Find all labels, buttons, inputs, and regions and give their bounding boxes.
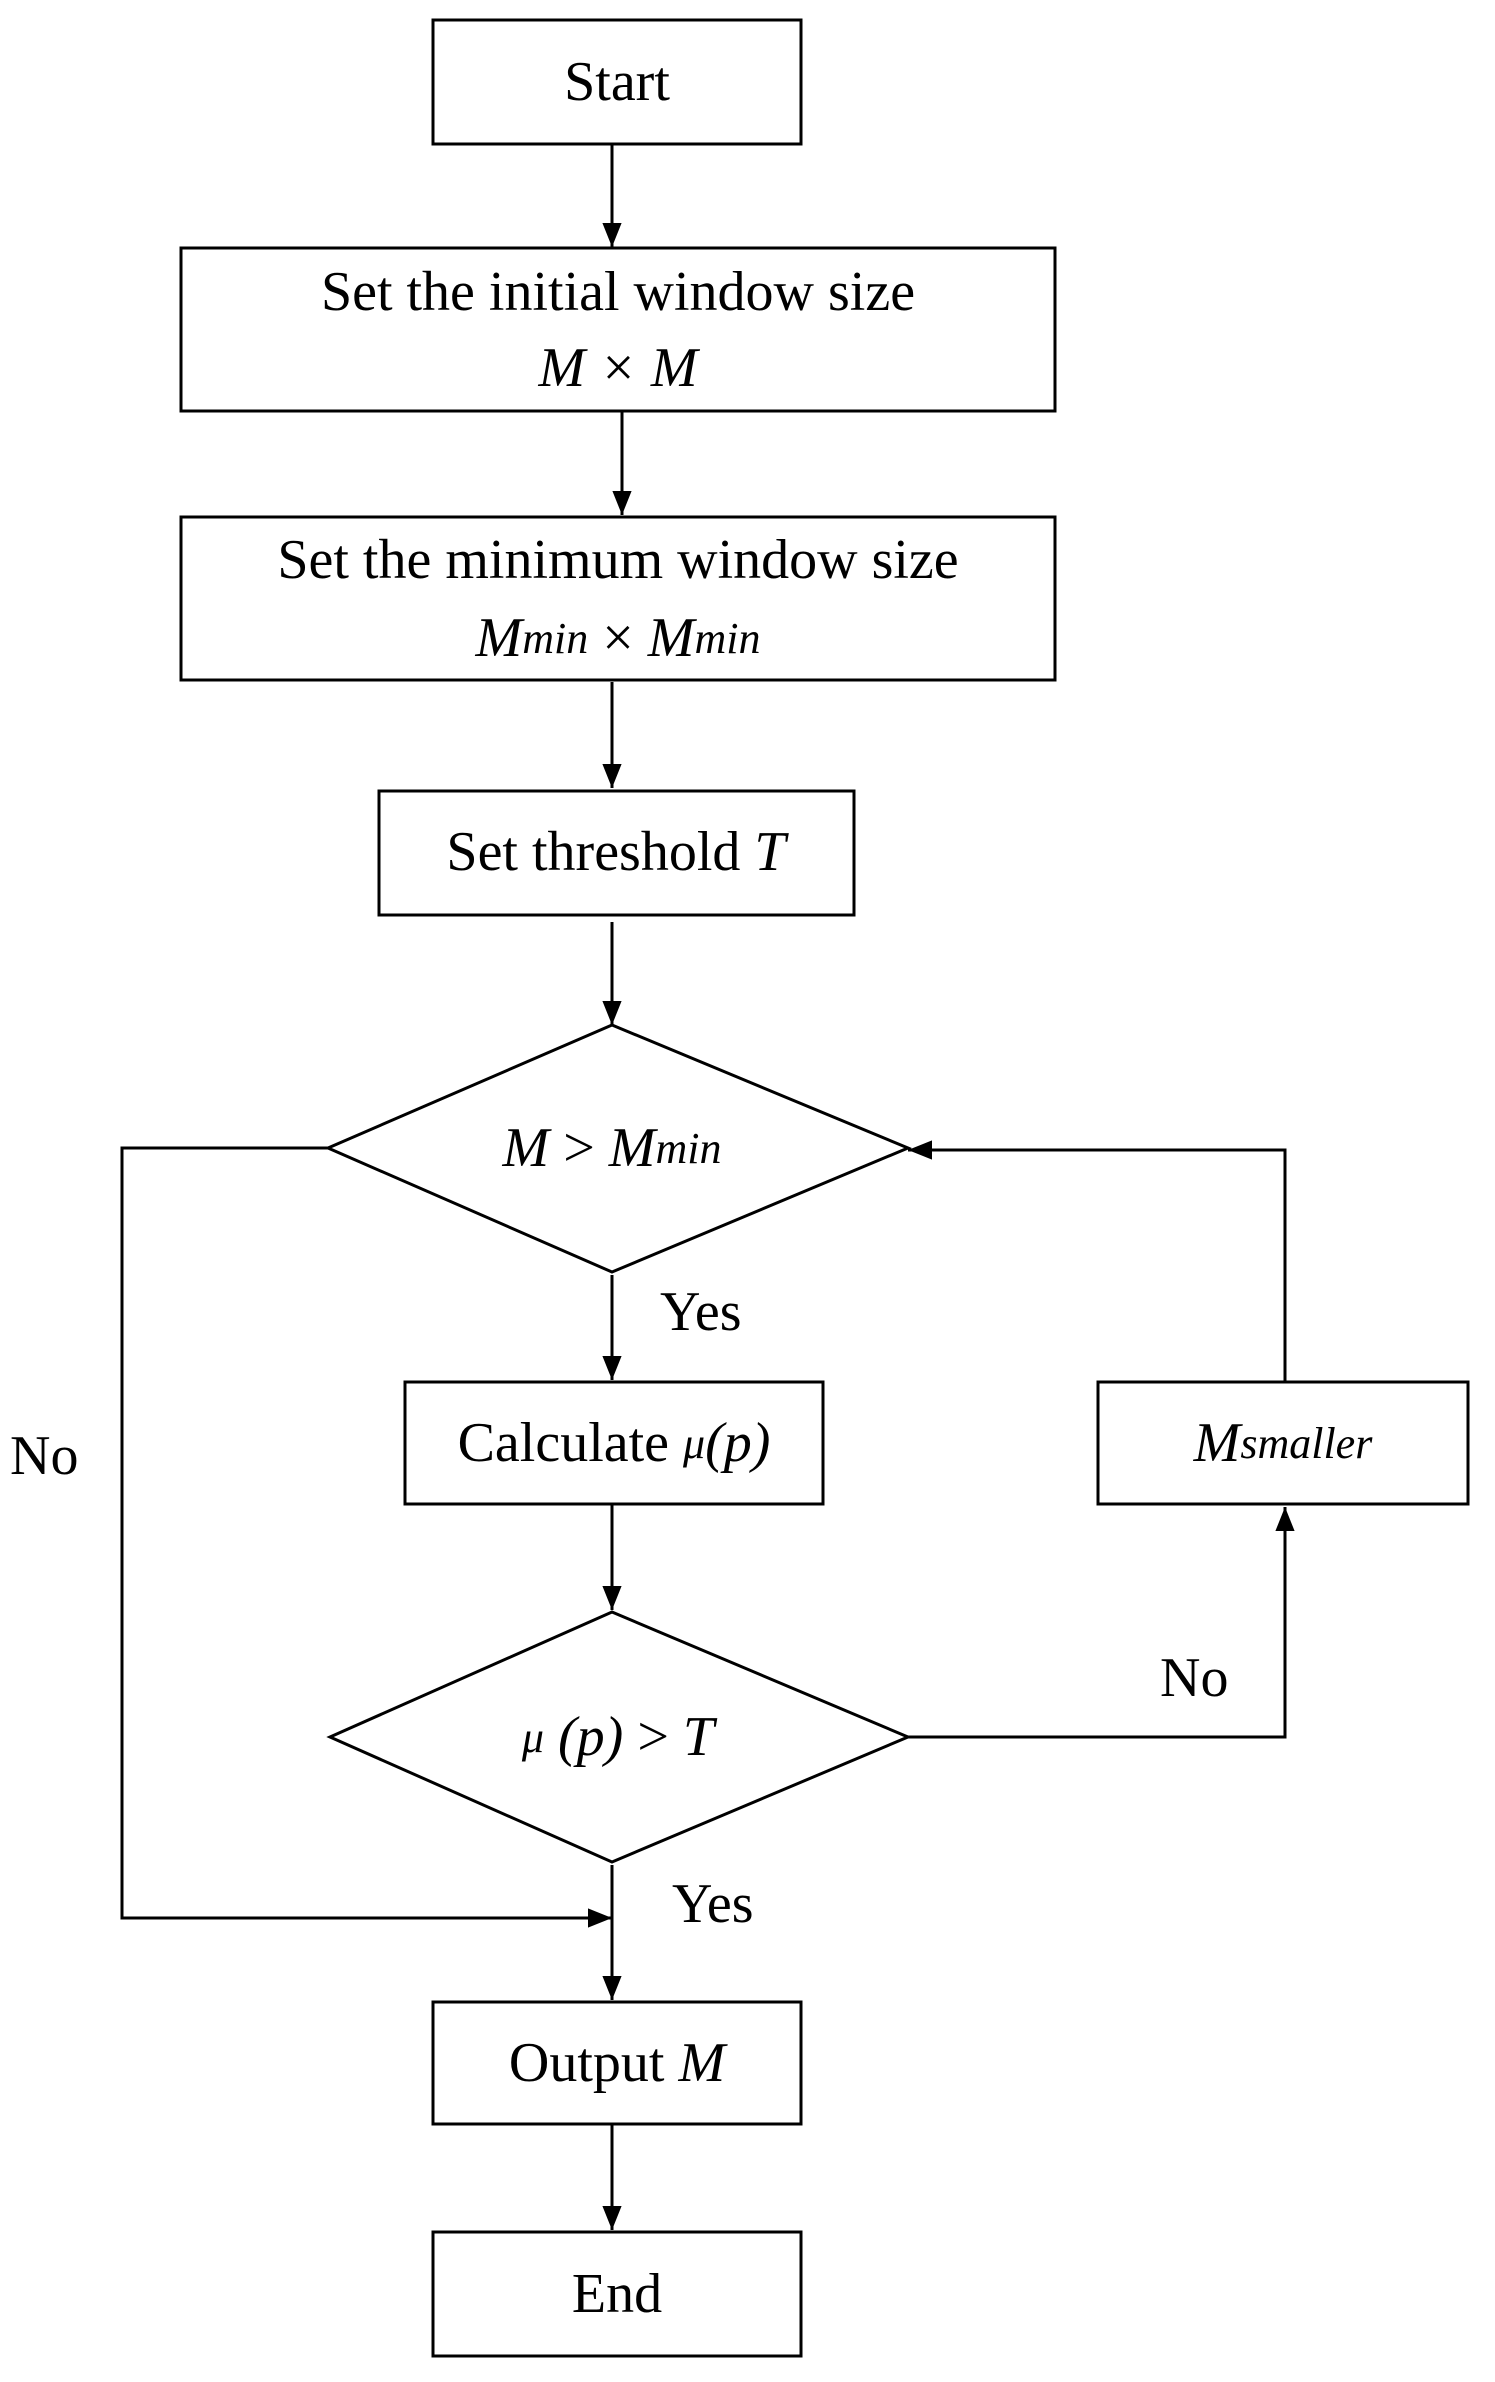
smaller-var: M <box>1193 1412 1244 1474</box>
edge-smaller-to-decision1 <box>908 1140 1287 1382</box>
label-no-1: No <box>10 1425 78 1487</box>
output-label: Output <box>509 2032 679 2094</box>
min-window-formula: Mmin × Mmin <box>475 607 761 669</box>
label-no-2: No <box>1160 1647 1228 1709</box>
decision1-space-1 <box>549 1117 563 1179</box>
decision1-op: > <box>563 1117 595 1179</box>
decision2-rhs: T <box>683 1706 718 1768</box>
output-text: Output M <box>509 2032 729 2094</box>
node-output: Output M <box>431 2000 803 2126</box>
decision2-arg: (p) <box>558 1706 623 1768</box>
calculate-text: Calculate μ(p) <box>458 1412 771 1474</box>
node-smaller: Msmaller <box>1096 1380 1470 1506</box>
node-threshold: Set threshold T <box>377 789 856 917</box>
min-window-box <box>179 515 1057 682</box>
output-box <box>431 2000 803 2126</box>
node-calculate: Calculate μ(p) <box>403 1380 825 1506</box>
decision2-text: μ (p) > T <box>521 1706 718 1768</box>
min-window-var-2: M <box>647 607 698 669</box>
min-window-times-sign: × <box>602 607 634 669</box>
calculate-box <box>403 1380 825 1506</box>
init-window-label: Set the initial window size <box>321 261 915 323</box>
min-window-sub-1: min <box>522 614 588 663</box>
init-window-box <box>179 246 1057 413</box>
label-yes-1: Yes <box>660 1281 741 1343</box>
decision2-mu: μ <box>521 1713 544 1762</box>
end-label: End <box>572 2263 662 2325</box>
decision1-space-2 <box>595 1117 609 1179</box>
decision1-rhs: M <box>608 1117 659 1179</box>
edge-decision2-no-to-smaller <box>908 1507 1295 1739</box>
smaller-text: Msmaller <box>1193 1412 1374 1474</box>
decision2-space-2 <box>669 1706 683 1768</box>
decision2-space-0 <box>544 1706 558 1768</box>
min-window-times <box>588 607 602 669</box>
edges <box>120 145 1295 2230</box>
start-box <box>431 18 803 146</box>
label-yes-2: Yes <box>672 1873 753 1935</box>
decision1-lhs: M <box>502 1117 553 1179</box>
node-decision2: μ (p) > T <box>326 1610 912 1864</box>
node-init-window: Set the initial window size M × M <box>179 246 1057 413</box>
threshold-text: Set threshold T <box>446 821 789 883</box>
decision1-diamond <box>324 1023 912 1274</box>
node-decision1: M > Mmin <box>324 1023 912 1274</box>
node-end: End <box>431 2230 803 2358</box>
smaller-sub: smaller <box>1240 1419 1373 1468</box>
min-window-sub-2: min <box>694 614 760 663</box>
min-window-space <box>634 607 648 669</box>
node-start: Start <box>431 18 803 146</box>
calculate-label: Calculate <box>458 1412 683 1474</box>
smaller-box <box>1096 1380 1470 1506</box>
end-box <box>431 2230 803 2358</box>
calculate-mu: μ <box>682 1419 705 1468</box>
min-window-var-1: M <box>475 607 526 669</box>
start-label: Start <box>564 51 670 113</box>
min-window-label: Set the minimum window size <box>277 529 958 591</box>
decision2-diamond <box>326 1610 912 1864</box>
threshold-box <box>377 789 856 917</box>
decision2-op: > <box>637 1706 669 1768</box>
output-var: M <box>677 2032 728 2094</box>
threshold-label: Set threshold <box>446 821 754 883</box>
init-window-formula: M × M <box>537 337 700 399</box>
calculate-arg: (p) <box>705 1412 770 1474</box>
decision1-text: M > Mmin <box>502 1117 722 1179</box>
node-min-window: Set the minimum window size Mmin × Mmin <box>179 515 1057 682</box>
threshold-var: T <box>754 821 789 883</box>
decision1-sub: min <box>655 1124 721 1173</box>
decision2-space-1 <box>623 1706 637 1768</box>
edge-decision1-no-to-output <box>120 1146 612 1928</box>
